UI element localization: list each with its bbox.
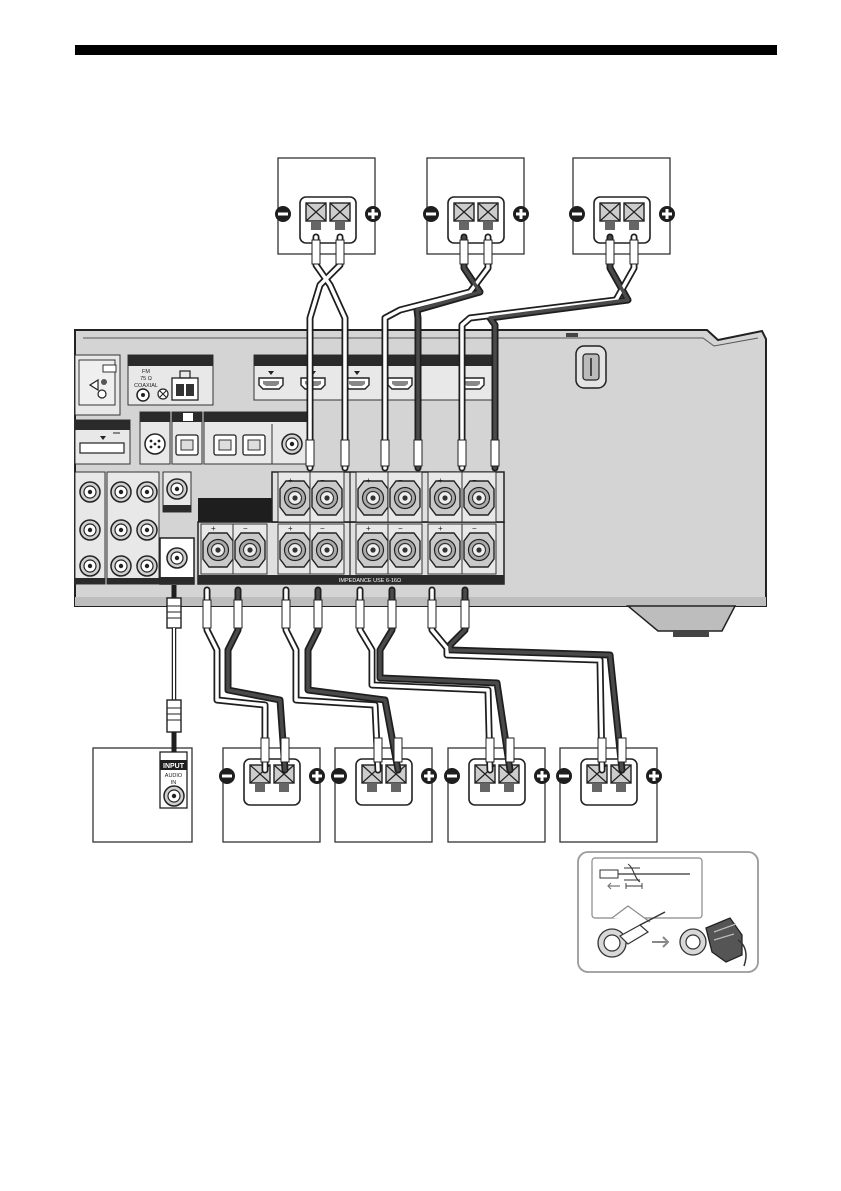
subwoofer-output-jack	[160, 538, 194, 584]
plus-mark: +	[211, 524, 216, 533]
plus-mark: +	[288, 476, 293, 485]
digital-inputs	[140, 412, 310, 464]
fm-label-3: COAXIAL	[134, 383, 158, 389]
header-bar	[75, 45, 777, 55]
plus-mark: +	[438, 524, 443, 533]
plus-mark: +	[438, 476, 443, 485]
plus-mark: +	[366, 476, 371, 485]
subwoofer-input-label: INPUT	[163, 763, 185, 770]
minus-mark: −	[243, 524, 248, 533]
speaker-cables-bottom	[203, 590, 626, 770]
speaker-bottom-4	[556, 748, 662, 842]
speaker-bottom-1	[219, 748, 325, 842]
speaker-top-1	[275, 158, 381, 254]
subwoofer-audio-label: AUDIO	[165, 773, 183, 779]
fm-label-2: 75 Ω	[140, 376, 152, 382]
cable-strip-inset	[578, 852, 758, 972]
speaker-top-2	[423, 158, 529, 254]
hdmi-section	[254, 355, 494, 400]
impedance-label: IMPEDANCE USE 6-16Ω	[339, 578, 401, 584]
power-cord-clip	[576, 346, 606, 388]
minus-mark: −	[320, 476, 325, 485]
plus-mark: +	[366, 524, 371, 533]
fm-label-1: FM	[142, 369, 150, 375]
subwoofer-in-label: IN	[171, 780, 177, 786]
subwoofer-box: INPUT AUDIO IN	[93, 748, 192, 842]
minus-mark: −	[398, 476, 403, 485]
speaker-bottom-3	[444, 748, 550, 842]
minus-mark: −	[398, 524, 403, 533]
speaker-top-3	[569, 158, 675, 254]
subwoofer-cable	[167, 585, 181, 752]
minus-mark: −	[320, 524, 325, 533]
speaker-bottom-2	[331, 748, 437, 842]
minus-mark: −	[472, 476, 477, 485]
plus-mark: +	[288, 524, 293, 533]
minus-mark: −	[472, 524, 477, 533]
antenna-section: FM 75 Ω COAXIAL	[128, 355, 213, 405]
